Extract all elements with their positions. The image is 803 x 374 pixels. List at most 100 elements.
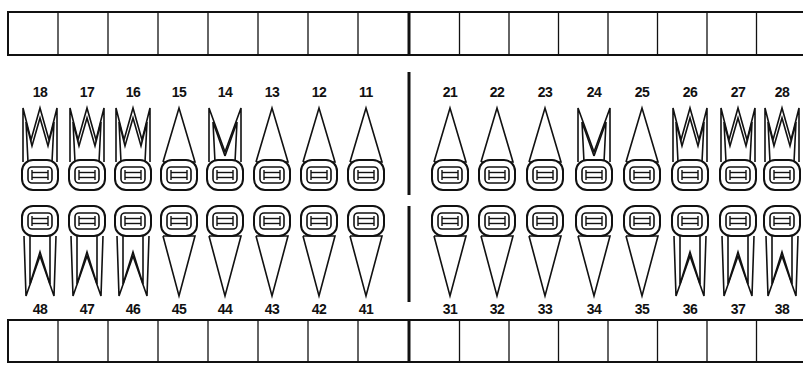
surface-line (232, 216, 233, 226)
cell-divider (756, 320, 757, 362)
tooth-root (529, 236, 561, 296)
tooth-number: 34 (587, 302, 602, 316)
surface-line (649, 170, 650, 180)
cell-divider (706, 320, 707, 362)
lower-tooth (207, 206, 243, 296)
occlusal-surface (28, 167, 52, 183)
surface-line (552, 216, 553, 226)
midline (408, 12, 411, 55)
surface-line (537, 172, 553, 173)
surface-line (94, 216, 95, 226)
tooth-crown (720, 206, 756, 236)
surface-line (773, 216, 774, 226)
surface-line (217, 218, 233, 219)
tooth-crown (432, 160, 468, 190)
cell-divider (257, 320, 258, 362)
tooth-root (77, 236, 97, 284)
surface-line (279, 216, 280, 226)
upper-tooth (115, 108, 151, 190)
cell-divider (207, 12, 208, 55)
cell-divider (508, 12, 509, 55)
tooth-root (673, 108, 707, 162)
tooth-root (680, 236, 700, 284)
surface-line (489, 177, 505, 178)
tooth-number: 31 (443, 302, 458, 316)
surface-line (634, 177, 650, 178)
tooth-crown (254, 160, 290, 190)
surface-line (264, 223, 280, 224)
upper-tooth (69, 108, 105, 190)
tooth-number: 45 (172, 302, 187, 316)
surface-line (586, 172, 602, 173)
upper-tooth (720, 108, 756, 190)
occlusal-surface (438, 167, 462, 183)
lower-tooth (479, 206, 515, 296)
surface-line (311, 177, 327, 178)
tooth-root (578, 108, 610, 162)
tooth-number: 12 (312, 85, 327, 99)
occlusal-surface (28, 213, 52, 229)
surface-line (536, 216, 537, 226)
lower-tooth (576, 206, 612, 296)
cell-divider (57, 12, 58, 55)
surface-line (441, 170, 442, 180)
upper-tooth (348, 108, 384, 190)
surface-line (47, 170, 48, 180)
surface-line (773, 170, 774, 180)
surface-line (682, 223, 698, 224)
tooth-crown (624, 160, 660, 190)
cell-divider (207, 320, 208, 362)
occlusal-surface (485, 167, 509, 183)
surface-line (585, 170, 586, 180)
surface-line (171, 218, 187, 219)
tooth-number: 18 (33, 85, 48, 99)
tooth-crown (479, 160, 515, 190)
upper-tooth (432, 108, 468, 190)
cell-divider (157, 320, 158, 362)
tooth-number: 27 (731, 85, 746, 99)
surface-line (488, 170, 489, 180)
surface-line (489, 223, 505, 224)
upper-tooth (576, 108, 612, 190)
tooth-root (163, 236, 195, 296)
tooth-root (434, 108, 466, 162)
surface-line (489, 218, 505, 219)
surface-line (171, 177, 187, 178)
occlusal-surface (167, 167, 191, 183)
occlusal-surface (630, 167, 654, 183)
cell-divider (157, 12, 158, 55)
occlusal-surface (678, 213, 702, 229)
surface-line (442, 172, 458, 173)
occlusal-surface (307, 213, 331, 229)
surface-line (232, 170, 233, 180)
surface-line (774, 218, 790, 219)
upper-tooth (22, 108, 58, 190)
upper-tooth (161, 108, 197, 190)
tooth-root (73, 118, 101, 162)
tooth-root (26, 118, 54, 162)
surface-line (601, 170, 602, 180)
tooth-crown (115, 206, 151, 236)
surface-line (457, 170, 458, 180)
tooth-crown (576, 206, 612, 236)
lower-tooth (161, 206, 197, 296)
surface-line (326, 170, 327, 180)
surface-line (536, 170, 537, 180)
surface-line (441, 216, 442, 226)
surface-line (552, 170, 553, 180)
record-row (8, 320, 803, 362)
record-frame (8, 320, 803, 362)
surface-line (358, 218, 374, 219)
surface-line (310, 216, 311, 226)
surface-line (79, 172, 95, 173)
surface-line (537, 218, 553, 219)
occlusal-surface (213, 167, 237, 183)
surface-line (264, 177, 280, 178)
surface-line (94, 170, 95, 180)
surface-line (358, 223, 374, 224)
tooth-root (721, 108, 755, 162)
surface-line (586, 218, 602, 219)
surface-line (504, 216, 505, 226)
